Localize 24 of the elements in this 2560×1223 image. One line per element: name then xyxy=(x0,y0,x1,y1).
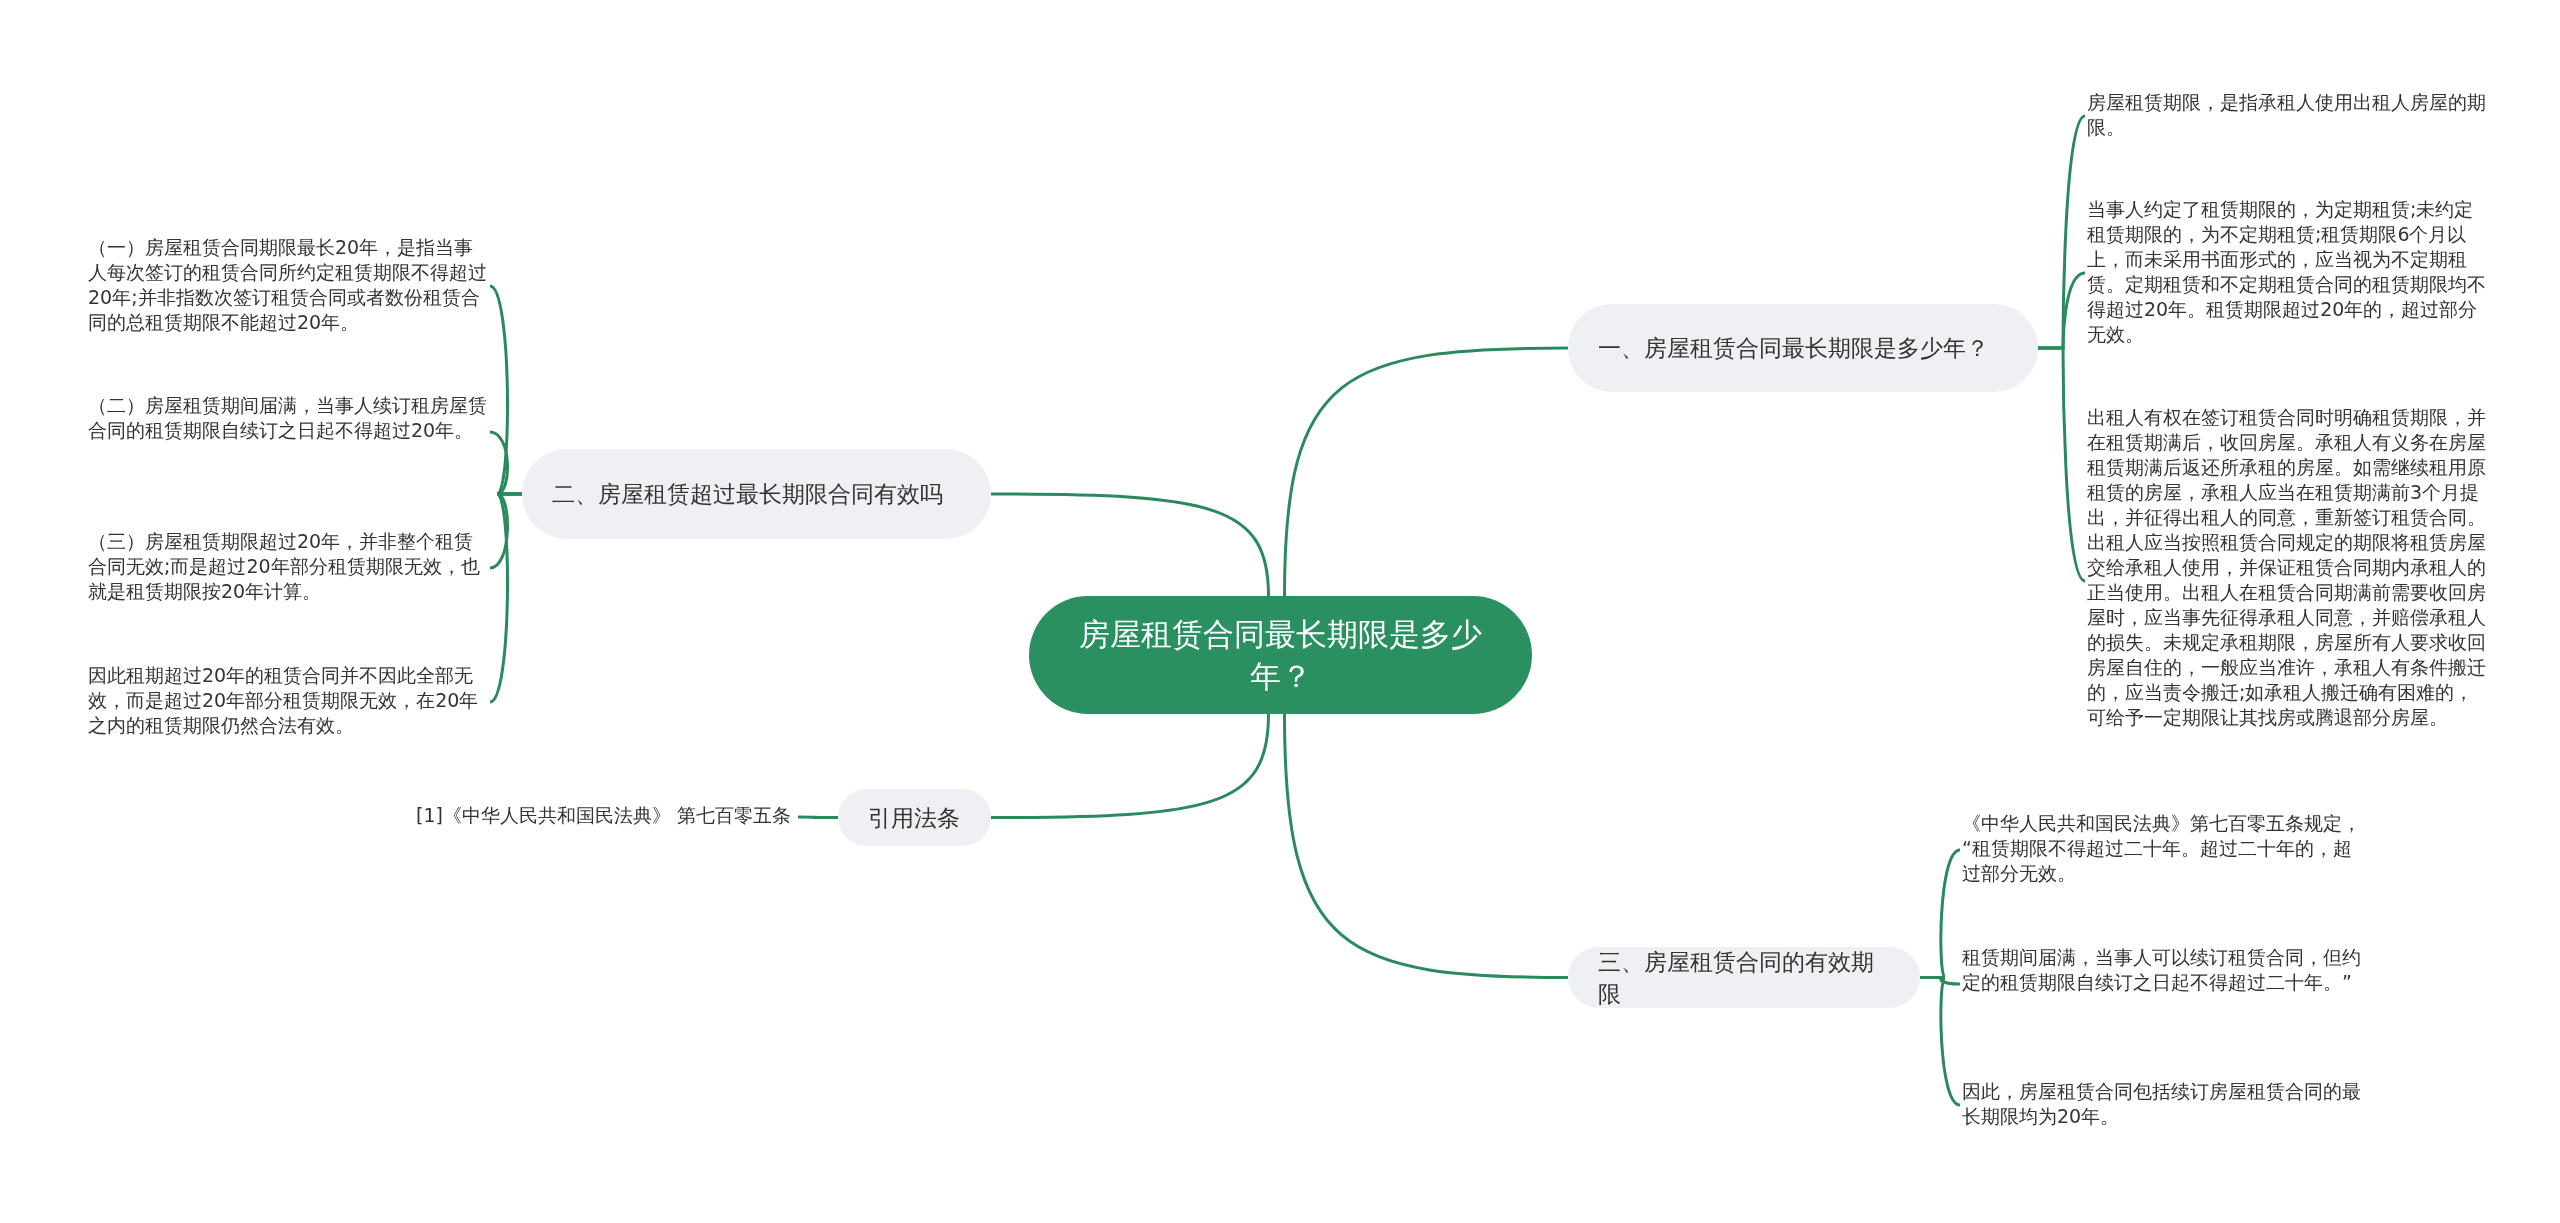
note-text: 出租人有权在签订租赁合同时明确租赁期限，并在租赁期满后，收回房屋。承租人有义务在房屋租赁期满后返还所承租的房屋。如需继续租用原租赁的房屋，承租人应当在租赁期满前3个月提出，并征得出租人的同意，重新签订租赁合同。出租人应当按照租赁合同规定的期限将租赁房屋交给承租人使用，并保证租赁合同期内承租人的正当使用。出租人在租赁合同期满前需要收回房屋时，应当事先征得承租人同意，并赔偿承租人的损失。未规定承租期限，房屋所有人要求收回房屋自住的，一般应当准许，承租人有条件搬迁的，应当责令搬迁;如承租人搬迁确有困难的，可给予一定期限让其找房或腾退部分房屋。 xyxy=(2087,405,2487,757)
note-text: （一）房屋租赁合同期限最长20年，是指当事人每次签订的租赁合同所约定租赁期限不得超过20年;并非指数次签订租赁合同或者数份租赁合同的总租赁期限不能超过20年。 xyxy=(88,235,488,337)
note-text: （二）房屋租赁期间届满，当事人续订租房屋赁合同的租赁期限自续订之日起不得超过20年。 xyxy=(88,393,488,471)
connector-line xyxy=(798,815,838,819)
note-text: 当事人约定了租赁期限的，为定期租赁;未约定租赁期限的，为不定期租赁;租赁期限6个月以上，而未采用书面形式的，应当视为不定期租赁。定期租赁和不定期租赁合同的租赁期限均不得超过20年。租赁期限超过20年的，超过部分无效。 xyxy=(2087,197,2487,349)
connector-line xyxy=(991,492,1270,597)
connector-line xyxy=(489,492,522,704)
connector-line xyxy=(2038,346,2086,583)
note-text: [1]《中华人民共和国民法典》 第七百零五条 xyxy=(416,803,796,831)
note-text: （三）房屋租赁期限超过20年，并非整个租赁合同无效;而是超过20年部分租赁期限无效，也就是租赁期限按20年计算。 xyxy=(88,529,488,607)
topic-pill: 二、房屋租赁超过最长期限合同有效吗 xyxy=(522,449,991,539)
connector-line xyxy=(1920,976,1961,1107)
note-text: 房屋租赁期限，是指承租人使用出租人房屋的期限。 xyxy=(2087,90,2487,142)
note-text: 租赁期间届满，当事人可以续订租赁合同，但约定的租赁期限自续订之日起不得超过二十年。” xyxy=(1962,945,2362,1023)
root-topic: 房屋租赁合同最长期限是多少年？ xyxy=(1029,596,1532,714)
connector-line xyxy=(1283,713,1568,979)
connector-line xyxy=(991,713,1270,819)
note-text: 《中华人民共和国民法典》第七百零五条规定， “租赁期限不得超过二十年。超过二十年的，超过部分无效。 xyxy=(1962,811,2362,889)
topic-pill: 引用法条 xyxy=(838,789,991,846)
note-text: 因此，房屋租赁合同包括续订房屋租赁合同的最长期限均为20年。 xyxy=(1962,1079,2362,1131)
note-text: 因此租期超过20年的租赁合同并不因此全部无效，而是超过20年部分租赁期限无效，在20年之内的租赁期限仍然合法有效。 xyxy=(88,663,488,741)
topic-pill: 一、房屋租赁合同最长期限是多少年？ xyxy=(1568,304,2038,392)
topic-pill: 三、房屋租赁合同的有效期限 xyxy=(1568,947,1920,1008)
connector-line xyxy=(1283,346,1568,597)
